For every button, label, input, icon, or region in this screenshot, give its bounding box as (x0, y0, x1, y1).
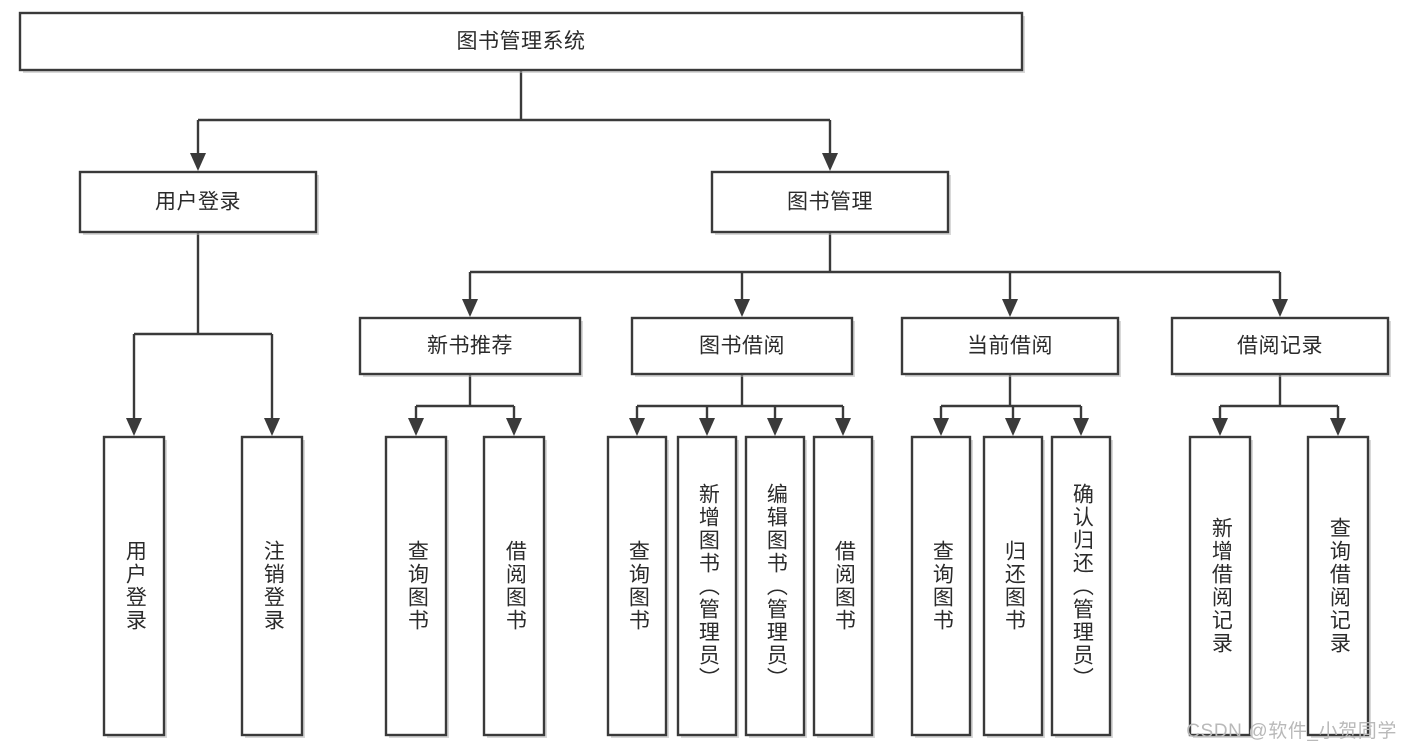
arrow-head-icon (822, 153, 838, 171)
node-new-book-recommend-label: 新书推荐 (427, 335, 513, 358)
arrow-head-icon (408, 418, 424, 436)
node-leaf-borrow-book-rec[interactable] (482, 435, 546, 737)
arrow-head-icon (767, 418, 783, 436)
node-leaf-add-borrow-record[interactable] (1188, 435, 1252, 737)
node-root[interactable] (18, 11, 1024, 72)
conn-newbook-to-leaves (408, 374, 522, 436)
node-borrow-record-label: 借阅记录 (1237, 335, 1323, 358)
node-leaf-query-borrow-record[interactable] (1306, 435, 1370, 737)
node-leaf-borrow-book[interactable] (812, 435, 874, 737)
node-leaf-query-book-borrow[interactable] (606, 435, 668, 737)
arrow-head-icon (1005, 418, 1021, 436)
node-leaf-return-book[interactable] (982, 435, 1044, 737)
node-book-borrow[interactable] (630, 316, 854, 376)
conn-currentborrow-to-leaves (933, 374, 1089, 436)
boxes-layer (18, 11, 1391, 738)
node-current-borrow[interactable] (900, 316, 1120, 376)
node-book-manage-label: 图书管理 (787, 191, 873, 214)
node-leaf-query-book-rec[interactable] (384, 435, 448, 737)
node-leaf-confirm-return-admin[interactable] (1050, 435, 1112, 737)
arrow-head-icon (1212, 418, 1228, 436)
connectors-layer (126, 70, 1346, 436)
csdn-watermark: CSDN @软件_小贺同学 (1186, 721, 1397, 742)
node-leaf-user-logout[interactable] (240, 435, 304, 737)
node-leaf-query-book-current[interactable] (910, 435, 972, 737)
arrow-head-icon (734, 299, 750, 317)
arrow-head-icon (190, 153, 206, 171)
node-book-borrow-label: 图书借阅 (699, 335, 785, 358)
node-leaf-edit-book-admin[interactable] (744, 435, 806, 737)
node-book-manage[interactable] (710, 170, 950, 234)
node-new-book-recommend[interactable] (358, 316, 582, 376)
arrow-head-icon (1272, 299, 1288, 317)
conn-borrowrecord-to-leaves (1212, 374, 1346, 436)
arrow-head-icon (1002, 299, 1018, 317)
conn-bookborrow-to-leaves (629, 374, 851, 436)
arrow-head-icon (1073, 418, 1089, 436)
arrow-head-icon (835, 418, 851, 436)
arrow-head-icon (1330, 418, 1346, 436)
node-borrow-record[interactable] (1170, 316, 1390, 376)
node-current-borrow-label: 当前借阅 (967, 335, 1053, 358)
node-leaf-add-book-admin[interactable] (676, 435, 738, 737)
arrow-head-icon (506, 418, 522, 436)
arrow-head-icon (264, 418, 280, 436)
node-user-login-label: 用户登录 (155, 191, 241, 214)
conn-userlogin-to-leaves (126, 232, 280, 436)
conn-bookmanage-to-level3 (462, 232, 1288, 317)
arrow-head-icon (126, 418, 142, 436)
arrow-head-icon (629, 418, 645, 436)
conn-root-to-level2 (190, 70, 838, 171)
node-leaf-user-login[interactable] (102, 435, 166, 737)
arrow-head-icon (933, 418, 949, 436)
arrow-head-icon (462, 299, 478, 317)
node-user-login[interactable] (78, 170, 318, 234)
arrow-head-icon (699, 418, 715, 436)
node-root-label: 图书管理系统 (457, 30, 586, 53)
